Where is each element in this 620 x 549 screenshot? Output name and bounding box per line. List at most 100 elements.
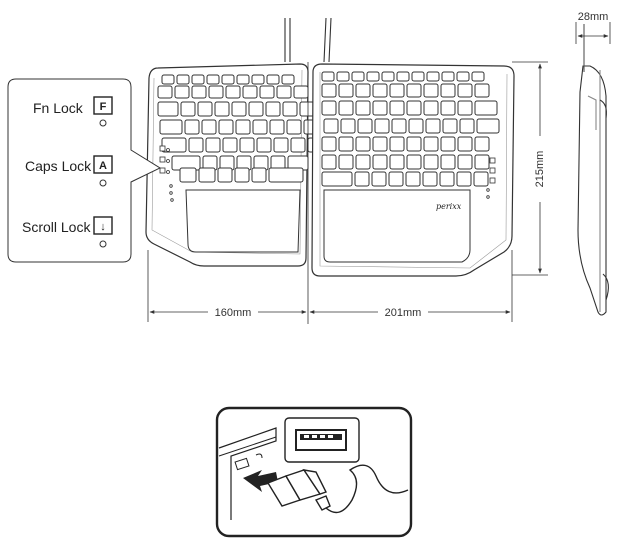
fn-lock-label: Fn Lock [33,100,84,116]
keycap [217,167,233,183]
device-side-panel [218,427,277,520]
keycap [355,154,371,170]
keycap [338,154,354,170]
usb-cable [325,464,409,514]
keycap [321,171,353,187]
scroll-lock-key-icon [93,216,113,235]
keycap [338,136,354,152]
keycap [374,118,390,134]
keycap [372,154,388,170]
scroll-lock-key-glyph: ↓ [100,221,106,233]
keyboard-side-profile [577,24,609,316]
keycap [234,167,250,183]
keycap [321,136,337,152]
keycap [440,136,456,152]
keycap [457,154,473,170]
keycap [176,74,190,85]
caps-lock-key-icon [93,155,113,174]
keycap [406,83,422,98]
keycap [191,85,207,99]
fn-lock-key-icon [93,96,113,115]
caps-lock-label: Caps Lock [25,158,92,174]
lock-indicator-callout: Fn Lock F Caps Lock A Scroll Lock ↓ [7,78,162,263]
keycap [323,118,339,134]
keycap [273,137,289,153]
keycap [281,74,295,85]
keycap [321,83,337,98]
keycap [381,71,395,82]
keycap [321,154,337,170]
usb-connection-illustration [215,406,413,538]
keycap [355,100,371,116]
scroll-lock-label: Scroll Lock [22,219,91,235]
keycap [286,119,302,135]
keycap [423,154,439,170]
keycap [406,136,422,152]
keycap [338,83,354,98]
keycap [336,71,350,82]
keycap [440,83,456,98]
insert-arrow-icon [243,470,278,492]
lock-indicator-leds-right [486,157,496,199]
keycap [268,167,304,183]
keycap [179,167,197,183]
keycap [191,74,205,85]
keycap [222,137,238,153]
keycap [205,137,221,153]
keycap [474,154,490,170]
lock-indicator-leds-left [159,145,174,202]
keycap [161,74,175,85]
keycap [174,85,190,99]
keycap [457,136,473,152]
keyboard-right-half: perixx [311,63,515,277]
usb-plug [266,469,331,511]
keycap [248,101,264,117]
keycap [231,101,247,117]
keycap [422,171,438,187]
keycap [474,136,490,152]
keycap [157,101,179,117]
keycap [389,83,405,98]
keycap [282,101,298,117]
keycap [474,83,490,98]
keycap [457,100,473,116]
keycap [459,118,475,134]
keycap [457,83,473,98]
keycap [474,100,498,116]
keycap [188,137,204,153]
depth-dimension-label: 28mm [578,11,609,23]
keycap [408,118,424,134]
keycap [357,118,373,134]
keycap [161,137,187,153]
keycap [197,101,213,117]
keycap [473,171,489,187]
caps-lock-key-glyph: A [99,160,107,172]
keycap [396,71,410,82]
keycap [206,74,220,85]
right-width-dimension-label: 201mm [385,307,422,319]
keycap [389,154,405,170]
keycap [456,171,472,187]
keycap [290,137,306,153]
keycap [423,83,439,98]
keycap [372,136,388,152]
keycap [184,119,200,135]
keycap [440,100,456,116]
keycap [456,71,470,82]
keycap [338,100,354,116]
keycap [440,154,456,170]
dimension-lines [147,22,611,324]
keycap [239,137,255,153]
keycap [266,74,280,85]
keycap [236,74,250,85]
caps-lock-led [99,179,107,187]
keycap [251,167,267,183]
keycap [391,118,407,134]
keycap [441,71,455,82]
keycap [265,101,281,117]
keycap [293,85,309,99]
keycap [389,136,405,152]
keycap [426,71,440,82]
scroll-lock-led [99,240,107,248]
